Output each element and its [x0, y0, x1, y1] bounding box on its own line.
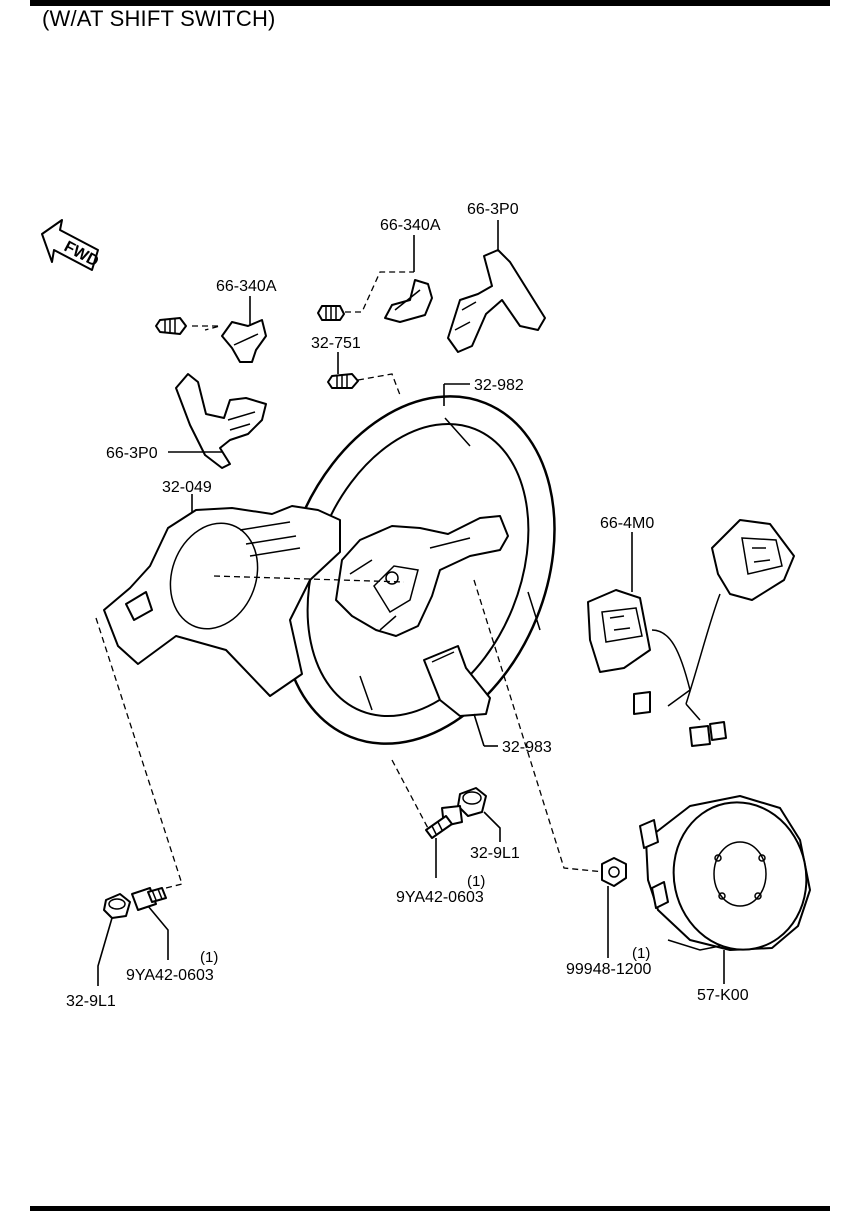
label-32-049: 32-049	[162, 479, 212, 496]
label-66-340a-left: 66-340A	[216, 278, 277, 295]
top-rule	[30, 0, 830, 6]
label-66-3p0-right: 66-3P0	[467, 201, 519, 218]
guide-line-cover	[213, 575, 405, 583]
guide-line-right	[473, 579, 605, 873]
label-66-3p0-left: 66-3P0	[106, 445, 158, 462]
label-9ya42-0603-center: 9YA42-0603	[396, 889, 484, 906]
paddle-right: 66-3P0	[447, 201, 546, 353]
steering-switch: 66-4M0	[587, 515, 795, 747]
qty-bolt-center: (1)	[467, 873, 485, 890]
qty-nut-center-right: (1)	[632, 945, 650, 962]
label-32-9l1-center: 32-9L1	[470, 845, 520, 862]
label-99948-1200: 99948-1200	[566, 961, 652, 978]
paddle-left: 66-3P0	[106, 373, 267, 469]
bottom-rule	[30, 1206, 830, 1211]
airbag-module: 57-K00	[639, 795, 811, 1004]
paddle-bracket-right: 66-340A	[317, 217, 441, 323]
fwd-arrow-icon: FWD	[41, 219, 101, 271]
qty-bolt-left: (1)	[200, 949, 218, 966]
bolt-left: (1) 9YA42-0603	[126, 887, 218, 984]
label-57-k00: 57-K00	[697, 987, 749, 1004]
label-32-751: 32-751	[311, 335, 361, 352]
label-32-9l1-left: 32-9L1	[66, 993, 116, 1010]
column-cover: 32-049	[103, 479, 341, 697]
label-32-982: 32-982	[474, 377, 524, 394]
label-66-340a-right: 66-340A	[380, 217, 441, 234]
guide-line-center	[391, 759, 431, 833]
label-66-4m0: 66-4M0	[600, 515, 654, 532]
nut-center-right: (1) 99948-1200	[566, 857, 652, 978]
bolt-center: (1) 9YA42-0603	[396, 805, 485, 906]
paddle-bracket-left: 66-340A	[155, 278, 277, 363]
diagram-title: (W/AT SHIFT SWITCH)	[42, 6, 276, 31]
nut-center: 32-9L1	[457, 787, 520, 862]
steering-wheel: 32-982	[280, 377, 556, 745]
nut-left: 32-9L1	[66, 893, 131, 1010]
label-9ya42-0603-left: 9YA42-0603	[126, 967, 214, 984]
screw-32-751: 32-751	[311, 335, 401, 396]
